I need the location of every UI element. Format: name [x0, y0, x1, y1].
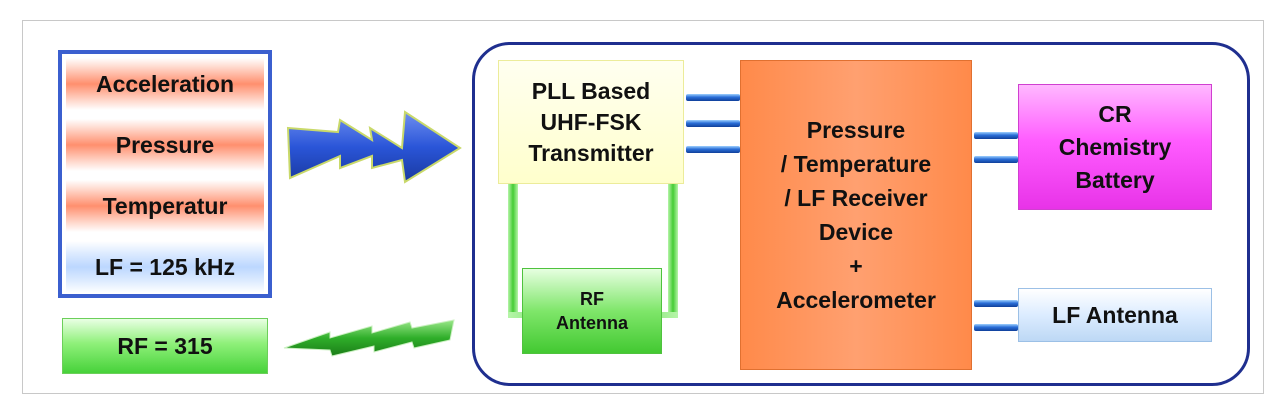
battery-line-2: Chemistry — [1058, 133, 1172, 160]
battery-line-1: CR — [1098, 100, 1132, 127]
sensor-acceleration: Acceleration — [66, 58, 264, 110]
connector-bar — [974, 156, 1018, 163]
connector-bar — [974, 324, 1018, 331]
sensor-stack: Acceleration Pressure Temperatur LF = 12… — [58, 50, 272, 298]
transmitter-line-2: UHF-FSK — [540, 108, 642, 135]
connector-bar — [686, 146, 740, 153]
transmitter-line-1: PLL Based — [531, 77, 651, 104]
receiver-line-2: / Temperature — [780, 151, 932, 177]
transmitter-block: PLL Based UHF-FSK Transmitter — [498, 60, 684, 184]
transmitter-line-3: Transmitter — [528, 139, 654, 166]
connector-bar — [686, 120, 740, 127]
connector-bar — [974, 300, 1018, 307]
receiver-line-4: Device — [818, 219, 894, 245]
receiver-line-1: Pressure — [806, 117, 906, 143]
sensor-lf-frequency: LF = 125 kHz — [66, 241, 264, 293]
receiver-line-6: Accelerometer — [776, 287, 936, 313]
connector-bar — [974, 132, 1018, 139]
connector-bar — [686, 94, 740, 101]
battery-block: CR Chemistry Battery — [1018, 84, 1212, 210]
sensor-pressure: Pressure — [66, 119, 264, 171]
downlink-zigzag-arrow-icon — [283, 319, 455, 357]
uplink-zigzag-arrow-icon — [286, 110, 462, 184]
sensor-temperature: Temperatur — [66, 180, 264, 232]
rf-antenna-block: RF Antenna — [522, 268, 662, 354]
receiver-line-3: / LF Receiver — [784, 185, 928, 211]
antenna-feed-line-left — [508, 184, 518, 316]
battery-line-3: Battery — [1075, 166, 1155, 193]
rf-antenna-line-1: RF — [580, 289, 604, 309]
antenna-feed-line-right — [668, 184, 678, 316]
rf-antenna-line-2: Antenna — [556, 313, 628, 333]
receiver-line-5: + — [849, 253, 863, 279]
receiver-device-block: Pressure / Temperature / LF Receiver Dev… — [740, 60, 972, 370]
lf-antenna-block: LF Antenna — [1018, 288, 1212, 342]
rf-frequency-box: RF = 315 — [62, 318, 268, 374]
